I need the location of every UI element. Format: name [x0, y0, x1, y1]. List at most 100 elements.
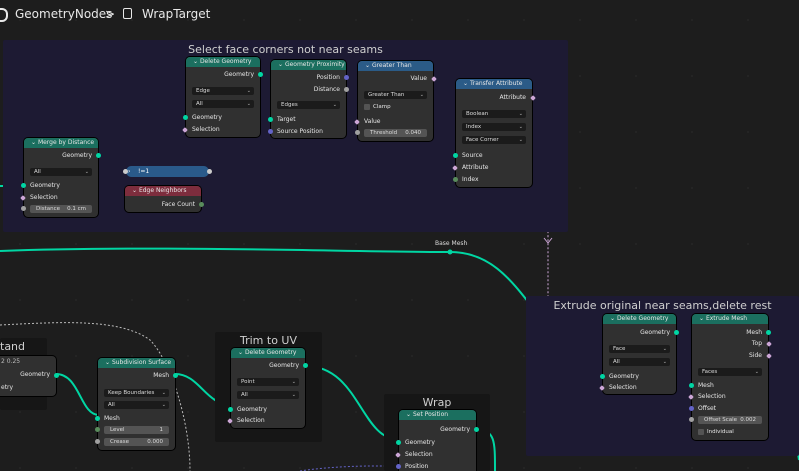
socket-geometry-in[interactable]	[21, 183, 26, 188]
grid-dot	[523, 299, 525, 301]
socket-geometry-in[interactable]	[396, 440, 401, 445]
socket-offset-scale-in[interactable]	[689, 417, 694, 422]
output-geometry: Geometry	[20, 371, 50, 378]
clamp-checkbox[interactable]: Clamp	[364, 103, 427, 111]
collapse-chevron-icon[interactable]: ⌄	[610, 315, 617, 322]
node-merge-by-distance[interactable]: ⌄ Merge by Distance Geometry All⌄ Geomet…	[20, 138, 101, 217]
socket-face-count-out[interactable]	[199, 202, 204, 207]
collapse-chevron-icon[interactable]: ⌄	[278, 61, 285, 68]
node-header[interactable]: ⌄ Geometry Proximity	[271, 60, 346, 70]
node-header[interactable]: ⌄ Extrude Mesh	[692, 314, 768, 324]
socket-out[interactable]	[207, 169, 212, 174]
node-set-position[interactable]: ⌄ Set Position Geometry Geometry Selecti…	[395, 410, 479, 471]
socket-index-in[interactable]	[453, 177, 458, 182]
socket-distance-out[interactable]	[344, 87, 349, 92]
node-edge-neighbors[interactable]: ⌄ Edge Neighbors Face Count	[125, 186, 204, 212]
socket-geometry-out[interactable]	[674, 330, 679, 335]
socket-geometry-out[interactable]	[96, 153, 101, 158]
socket-geometry-in[interactable]	[600, 374, 605, 379]
domain-dropdown[interactable]: Face⌄	[609, 345, 670, 353]
collapse-chevron-icon[interactable]: ⌄	[406, 411, 413, 418]
node-header[interactable]: ⌄ Merge by Distance	[24, 138, 98, 148]
domain-dropdown[interactable]: Face Corner⌄	[462, 136, 526, 144]
socket-source-in[interactable]	[453, 153, 458, 158]
mode-dropdown[interactable]: All⌄	[237, 391, 299, 399]
breadcrumb-target[interactable]: WrapTarget	[142, 7, 211, 21]
mode-dropdown[interactable]: All⌄	[192, 100, 254, 108]
target-element-dropdown[interactable]: Edges⌄	[277, 101, 340, 109]
socket-mesh-out[interactable]	[173, 373, 178, 378]
node-header[interactable]: ⌄ Delete Geometry	[603, 314, 676, 324]
collapse-chevron-icon[interactable]: ›	[128, 168, 131, 175]
socket-in[interactable]	[123, 169, 128, 174]
socket-geometry-out[interactable]	[303, 363, 308, 368]
collapse-chevron-icon[interactable]: ⌄	[193, 58, 200, 65]
domain-dropdown[interactable]: Edge⌄	[192, 87, 254, 95]
socket-target-in[interactable]	[268, 117, 273, 122]
socket-geometry-out[interactable]	[474, 427, 479, 432]
collapse-chevron-icon[interactable]: ⌄	[699, 315, 706, 322]
socket-geometry-in[interactable]	[183, 115, 188, 120]
socket-offset-in[interactable]	[689, 406, 694, 411]
node-subdivision-surface[interactable]: ⌄ Subdivision Surface Mesh Keep Boundari…	[95, 358, 178, 450]
node-delete-geometry-trim[interactable]: ⌄ Delete Geometry Geometry Point⌄ All⌄ G…	[227, 348, 308, 428]
individual-checkbox[interactable]: Individual	[698, 428, 762, 436]
socket-mesh-in[interactable]	[95, 416, 100, 421]
node-header[interactable]: ⌄ Delete Geometry	[231, 348, 305, 358]
collapse-chevron-icon[interactable]: ⌄	[238, 349, 245, 356]
socket-threshold-in[interactable]	[355, 130, 360, 135]
mapping-dropdown[interactable]: Index⌄	[462, 123, 526, 131]
node-delete-geometry[interactable]: ⌄ Delete Geometry Geometry Edge⌄ All⌄ Ge…	[182, 57, 263, 137]
node-header[interactable]: ⌄ Edge Neighbors	[125, 186, 201, 196]
grid-dot	[635, 75, 637, 77]
node-transfer-attribute[interactable]: ⌄ Transfer Attribute Attribute Boolean⌄ …	[452, 79, 536, 187]
socket-geometry-out[interactable]	[258, 72, 263, 77]
node-geometry-proximity[interactable]: ⌄ Geometry Proximity Position Distance E…	[268, 60, 349, 138]
frame-title: Extrude original near seams,delete rest	[553, 299, 772, 312]
input-geometry: Geometry	[237, 406, 267, 413]
breadcrumb-root[interactable]: GeometryNodes	[15, 7, 113, 21]
collapse-chevron-icon[interactable]: ⌄	[132, 187, 139, 194]
input-geometry: etry	[1, 384, 14, 391]
collapse-chevron-icon[interactable]: ⌄	[105, 359, 112, 366]
node-header[interactable]: ⌄ Delete Geometry	[186, 57, 260, 67]
collapse-chevron-icon[interactable]: ⌄	[463, 80, 470, 87]
socket-source-position-in[interactable]	[268, 129, 273, 134]
input-geometry: Geometry	[609, 373, 639, 380]
node-extrude-mesh[interactable]: ⌄ Extrude Mesh Mesh Top Side Faces⌄ Mesh…	[688, 314, 772, 440]
reroute-dot[interactable]	[447, 249, 453, 255]
socket-level-in[interactable]	[95, 427, 100, 432]
collapse-chevron-icon[interactable]: ⌄	[365, 62, 372, 69]
mode-dropdown[interactable]: All⌄	[30, 168, 92, 176]
socket-distance-in[interactable]	[21, 206, 26, 211]
operation-dropdown[interactable]: Greater Than⌄	[364, 91, 427, 99]
boundary-dropdown[interactable]: All⌄	[104, 401, 169, 409]
node-partial-left[interactable]: 2 0.25 Geometry etry	[0, 356, 59, 396]
grid-dot	[19, 411, 21, 413]
node-header[interactable]: ⌄ Transfer Attribute	[456, 79, 532, 89]
socket-geometry-in[interactable]	[228, 407, 233, 412]
node-compare-collapsed[interactable]: › !=1	[123, 166, 212, 177]
collapse-chevron-icon[interactable]: ⌄	[31, 139, 38, 146]
data-type-dropdown[interactable]: Boolean⌄	[462, 110, 526, 118]
node-header[interactable]: ⌄ Greater Than	[358, 61, 433, 71]
socket-crease-in[interactable]	[95, 439, 100, 444]
socket-mesh-in[interactable]	[689, 383, 694, 388]
socket-mesh-out[interactable]	[766, 330, 771, 335]
node-greater-than[interactable]: ⌄ Greater Than Value Greater Than⌄ Clamp…	[354, 61, 437, 141]
socket-geometry-out[interactable]	[54, 373, 59, 378]
node-delete-geometry-extrude[interactable]: ⌄ Delete Geometry Geometry Face⌄ All⌄ Ge…	[599, 314, 679, 394]
node-header[interactable]: ⌄ Subdivision Surface	[98, 358, 175, 368]
mode-dropdown[interactable]: All⌄	[609, 358, 670, 366]
mode-dropdown[interactable]: Faces⌄	[698, 368, 762, 376]
socket-position-in[interactable]	[396, 464, 401, 469]
domain-dropdown[interactable]: Point⌄	[237, 378, 299, 386]
socket-position-out[interactable]	[344, 75, 349, 80]
uv-smooth-dropdown[interactable]: Keep Boundaries⌄	[104, 389, 169, 397]
node-header[interactable]: ⌄ Set Position	[399, 410, 476, 420]
